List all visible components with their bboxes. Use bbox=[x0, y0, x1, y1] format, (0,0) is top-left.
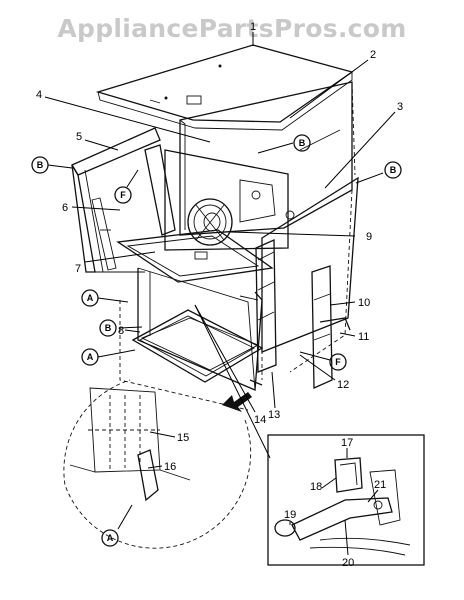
inset-detail-box bbox=[267, 434, 425, 566]
part-number-17: 17 bbox=[341, 437, 353, 449]
insulation-strip bbox=[255, 239, 333, 389]
svg-text:A: A bbox=[107, 533, 114, 543]
svg-text:F: F bbox=[335, 357, 341, 367]
top-panel bbox=[95, 44, 354, 131]
part-number-7: 7 bbox=[75, 263, 81, 275]
part-number-14: 14 bbox=[254, 414, 266, 426]
svg-text:B: B bbox=[105, 323, 112, 333]
callout-b-4: B bbox=[99, 319, 117, 337]
callout-b-1: B bbox=[31, 156, 49, 174]
part-number-18: 18 bbox=[310, 481, 322, 493]
back-panel bbox=[179, 81, 353, 236]
svg-text:A: A bbox=[87, 293, 94, 303]
callout-a-3: A bbox=[101, 529, 119, 547]
part-number-3: 3 bbox=[397, 101, 403, 113]
part-number-4: 4 bbox=[36, 89, 42, 101]
callout-a-1: A bbox=[81, 289, 99, 307]
leader-lines bbox=[44, 32, 396, 556]
part-number-8: 8 bbox=[118, 325, 124, 337]
detail-circle bbox=[63, 379, 252, 549]
part-number-5: 5 bbox=[76, 131, 82, 143]
blower-wheel bbox=[187, 198, 233, 246]
part-number-15: 15 bbox=[177, 432, 189, 444]
part-number-11: 11 bbox=[358, 331, 369, 343]
part-number-1: 1 bbox=[250, 21, 256, 33]
oven-cavity bbox=[137, 267, 263, 391]
blower-panel bbox=[164, 149, 289, 251]
part-number-12: 12 bbox=[337, 379, 349, 391]
callout-f-1: F bbox=[114, 186, 132, 204]
svg-text:B: B bbox=[37, 160, 44, 170]
part-number-6: 6 bbox=[62, 202, 68, 214]
part-number-9: 9 bbox=[366, 231, 372, 243]
watermark: AppliancePartsPros.com bbox=[57, 14, 407, 43]
part-number-10: 10 bbox=[358, 297, 370, 309]
part-number-16: 16 bbox=[164, 461, 176, 473]
callout-f-2: F bbox=[329, 353, 347, 371]
svg-text:A: A bbox=[87, 352, 94, 362]
detail-arrow bbox=[222, 392, 252, 412]
svg-text:F: F bbox=[120, 190, 126, 200]
side-strips bbox=[91, 197, 117, 271]
part-number-20: 20 bbox=[342, 557, 354, 569]
callout-markers: A A A B B B B F bbox=[31, 134, 402, 547]
svg-text:B: B bbox=[390, 165, 397, 175]
part-number-13: 13 bbox=[268, 409, 280, 421]
support-bracket bbox=[319, 317, 351, 331]
callout-b-3: B bbox=[384, 161, 402, 179]
part-number-2: 2 bbox=[370, 49, 376, 61]
part-number-21: 21 bbox=[374, 479, 386, 491]
front-frame bbox=[116, 229, 274, 283]
callout-a-2: A bbox=[81, 348, 99, 366]
left-side-frame bbox=[71, 127, 176, 273]
cabinet-hidden-lines bbox=[119, 81, 356, 411]
part-number-19: 19 bbox=[284, 509, 296, 521]
right-side-panel bbox=[261, 176, 359, 380]
part-number-labels: 1 2 3 4 5 6 7 8 9 10 11 12 13 14 15 16 1… bbox=[36, 21, 403, 569]
callout-b-2: B bbox=[293, 134, 311, 152]
svg-text:B: B bbox=[299, 138, 306, 148]
